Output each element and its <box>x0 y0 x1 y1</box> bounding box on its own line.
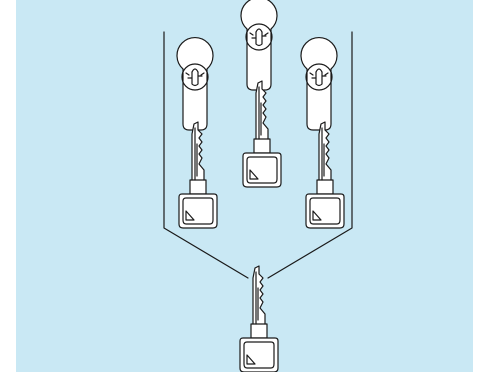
euro-profile-cylinder-lock-icon <box>301 38 337 130</box>
key-left <box>179 122 217 228</box>
keyed-alike-lock-diagram <box>16 0 473 372</box>
key-icon <box>306 122 344 228</box>
euro-profile-cylinder-lock-icon <box>177 38 213 130</box>
euro-profile-cylinder-lock-icon <box>241 0 277 90</box>
key-icon <box>243 81 281 187</box>
cylinder-center <box>241 0 277 90</box>
master-key <box>240 266 278 372</box>
key-right <box>306 122 344 228</box>
key-center <box>243 81 281 187</box>
diagram-panel <box>16 0 473 372</box>
cylinder-left <box>177 38 213 130</box>
key-icon <box>179 122 217 228</box>
cylinder-right <box>301 38 337 130</box>
key-icon <box>240 266 278 372</box>
